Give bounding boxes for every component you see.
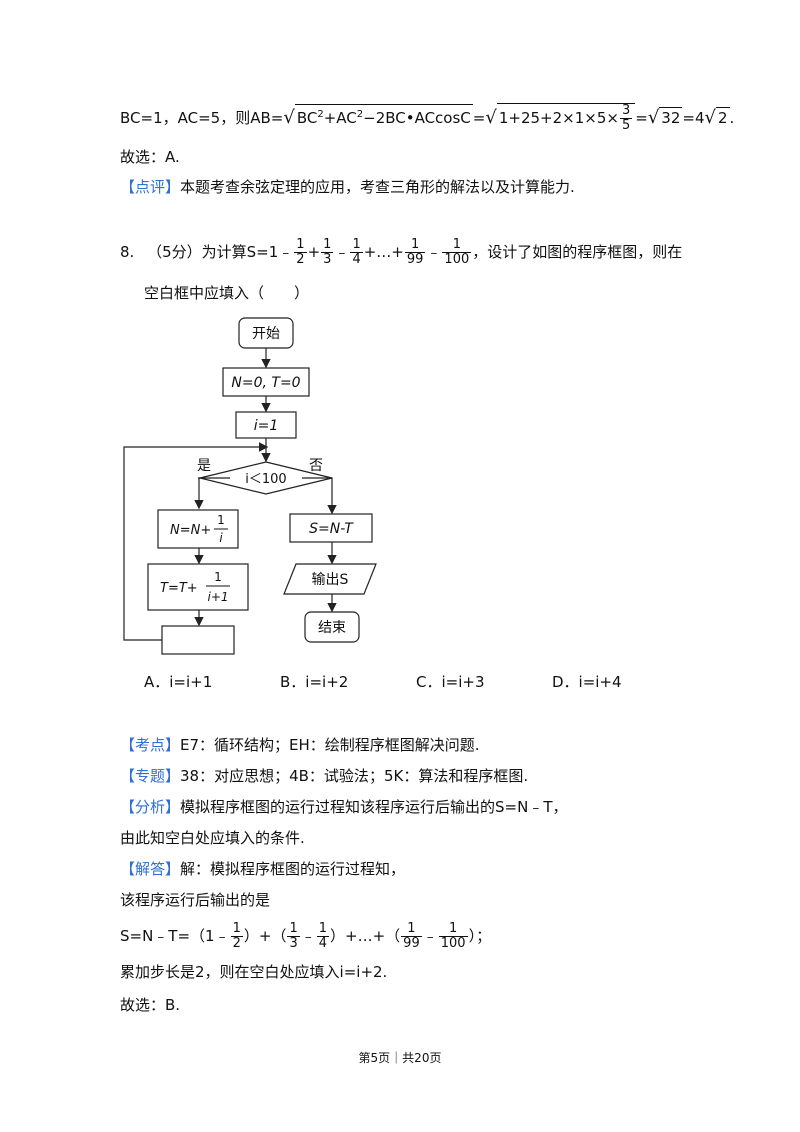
yes-label: 是 [197,458,211,474]
init-label: N=0, T=0 [231,375,300,391]
s-calc-box [289,513,373,543]
radical-sign-2: √ [485,107,497,128]
radical-sign-3: √ [647,107,660,128]
end-label: 结束 [318,620,346,636]
option-a: A．i=i+1 [144,673,213,691]
choose-b-line: 故选：B. [120,996,181,1014]
s-calc-label: S=N-T [309,521,354,537]
radical-sign-4: √ [704,107,716,128]
end-terminal [304,611,360,643]
flowchart: 开始 N=0, T=0 i=1 i＜100 是 否 N=N+ 1 i T=T+ … [123,317,377,655]
option-d: D．i=i+4 [552,673,622,691]
svg-text:1: 1 [217,513,225,527]
condition-label: i＜100 [245,472,286,487]
comment-line: 【点评】本题考查余弦定理的应用，考查三角形的解法以及计算能力. [120,177,575,197]
jieda-line: 【解答】解：模拟程序框图的运行过程知， [120,860,406,878]
radicand-4: 2 [716,107,730,127]
n-update-label: N=N+ [170,523,211,538]
radical-sign-1: √ [283,107,295,128]
svg-text:1: 1 [214,570,222,584]
fenxi-line-2: 由此知空白处应填入的条件. [120,829,305,847]
t-update-box [147,563,249,611]
zhuanti-line: 【专题】38：对应思想；4B：试验法；5K：算法和程序框图. [120,767,529,785]
fenxi-line: 【分析】模拟程序框图的运行过程知该程序运行后输出的S=N﹣T， [120,798,568,816]
step-line: 累加步长是2，则在空白处应填入i=i+2. [120,963,388,981]
page-footer: 第5页｜共20页 [358,1051,442,1065]
radicand-3: 32 [659,107,683,127]
i-init-label: i=1 [254,418,279,434]
blank-box [161,625,235,655]
choose-a-line: 故选：A. [120,148,180,166]
formula-prefix: BC=1，AC=5，则AB= [120,109,284,127]
option-b: B．i=i+2 [280,673,349,691]
no-label: 否 [309,458,323,474]
output-label: 输出S [312,572,349,588]
svg-text:i+1: i+1 [207,590,228,604]
radicand-1: BC2+AC2−2BC•ACcosC [294,104,473,128]
kaodian-line: 【考点】E7：循环结构；EH：绘制程序框图解决问题. [120,736,480,754]
output-parallelogram [283,563,377,595]
t-update-label: T=T+ [160,581,198,596]
comment-text: 本题考查余弦定理的应用，考查三角形的解法以及计算能力. [180,178,575,196]
svg-text:i: i [219,531,223,545]
condition-diamond [199,461,333,495]
question-number: 8. [120,243,135,261]
n-update-box [157,509,239,549]
option-c: C．i=i+3 [416,673,485,691]
ab-formula-line: BC=1，AC=5，则AB=√BC2+AC2−2BC•ACcosC=√1+25+… [120,103,735,133]
comment-tag: 【点评】 [120,178,181,196]
start-label: 开始 [252,326,280,342]
jieda-line-2: 该程序运行后输出的是 [120,891,271,909]
question-line-2: 空白框中应填入（ ） [144,284,310,302]
